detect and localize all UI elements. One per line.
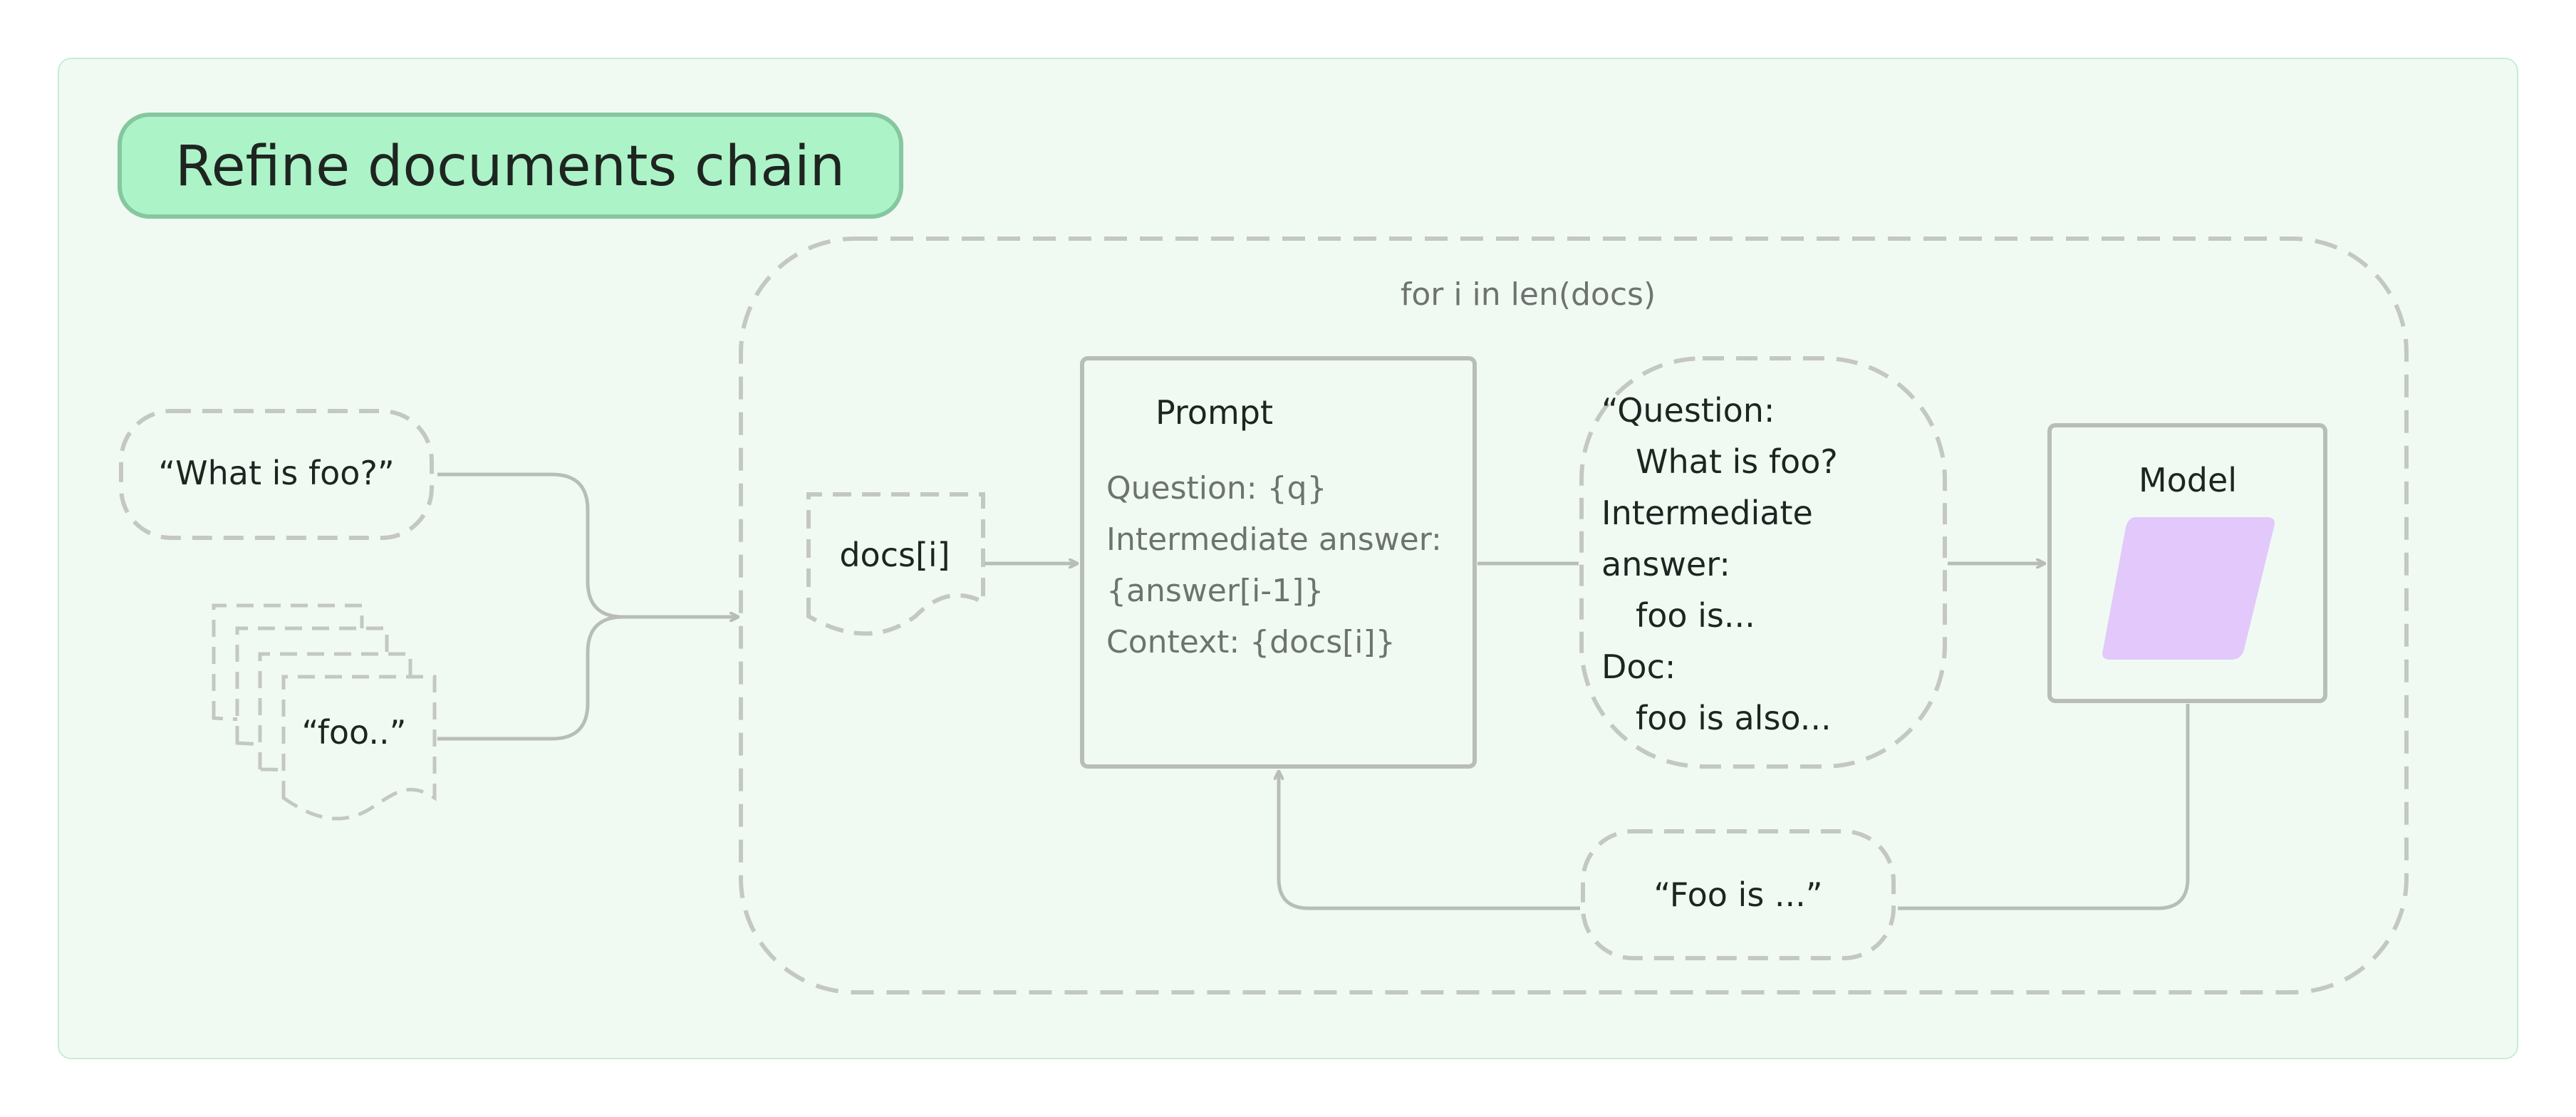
question-node: “What is foo?” [119,409,434,540]
prompt-line: Intermediate answer: [1106,521,1442,558]
doc-node: docs[i] [806,492,985,636]
docs-merge-connector [437,615,624,741]
model-title: Model [2139,461,2237,499]
docs-stack-label: “foo..” [302,713,407,752]
prompt-line: Question: {q} [1106,470,1327,506]
loop-container [739,237,2409,994]
prompt-line: {answer[i-1]} [1106,573,1324,609]
title-pill: Refine documents chain [118,113,903,219]
answer-node-label: “Foo is ...” [1653,876,1822,914]
input-merge-connector [437,472,738,617]
question-node-label: “What is foo?” [158,454,394,492]
prompt-title: Prompt [1155,393,1273,432]
filled-prompt-line: Doc: [1601,648,1676,686]
filled-prompt-line: Intermediate [1601,494,1813,532]
answer-node: “Foo is ...” [1581,829,1896,960]
diagram-title: Refine documents chain [175,135,845,199]
model-to-answer-connector [1898,704,2190,910]
model-shape-icon [2102,517,2275,660]
filled-prompt-line: foo is... [1636,596,1755,635]
filled-prompt-node: “Question: What is foo? Intermediate ans… [1579,356,1947,769]
filled-prompt-line: answer: [1601,545,1730,583]
filled-prompt-line: “Question: [1601,391,1775,430]
prompt-box: Prompt Question: {q} Intermediate answer… [1080,356,1477,769]
filled-prompt-line: foo is also... [1636,699,1832,737]
filled-prompt-line: What is foo? [1636,442,1838,481]
doc-node-label: docs[i] [839,536,950,574]
model-box: Model [2047,423,2327,703]
docs-stack-node: “foo..” [212,603,437,821]
diagram-canvas [58,58,2518,1059]
prompt-line: Context: {docs[i]} [1106,624,1396,660]
loop-label: for i in len(docs) [1401,276,1656,313]
answer-to-prompt-arrow [1279,771,1580,910]
